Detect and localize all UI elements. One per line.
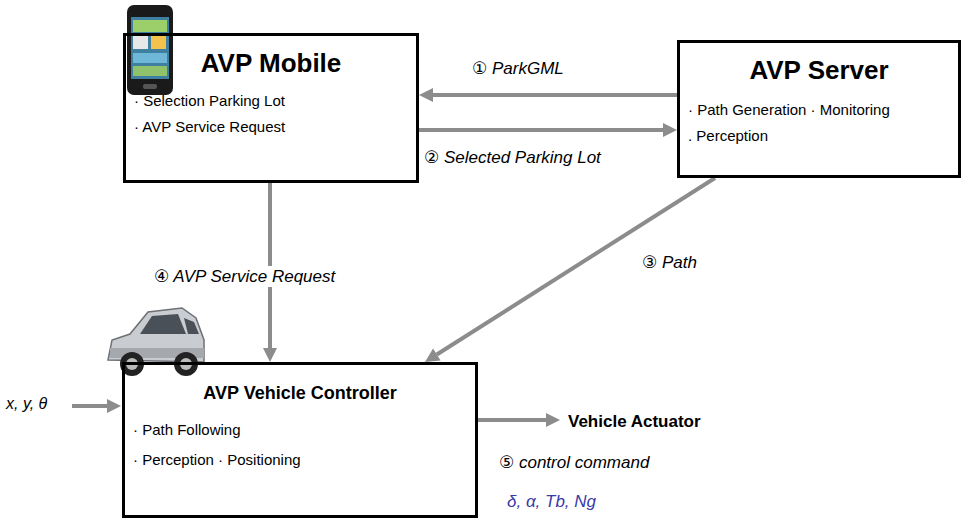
node-item: · Selection Parking Lot bbox=[126, 89, 416, 113]
actuator-node: Vehicle Actuator bbox=[560, 408, 730, 438]
flow-arrow bbox=[419, 123, 677, 137]
flow-arrow bbox=[425, 178, 715, 362]
controller-box: AVP Vehicle Controller · Path Following · … bbox=[122, 362, 478, 518]
node-title: AVP Vehicle Controller bbox=[125, 383, 475, 404]
edge-label: ② Selected Parking Lot bbox=[422, 147, 603, 168]
mobile-box: AVP Mobile · Selection Parking Lot· AVP S… bbox=[123, 33, 419, 183]
node-title: AVP Mobile bbox=[126, 48, 416, 79]
node-item: . Perception bbox=[680, 124, 958, 148]
input-signals: x, y, θ bbox=[4, 395, 49, 413]
node-title: Vehicle Actuator bbox=[560, 412, 730, 432]
flow-arrow bbox=[419, 88, 677, 102]
control-signals: δ, α, Tb, Ng bbox=[505, 492, 598, 512]
edge-label: ① ParkGML bbox=[470, 58, 566, 79]
flow-arrow bbox=[478, 413, 560, 427]
edge-label: ④ AVP Service Request bbox=[152, 266, 337, 287]
input-arrow bbox=[72, 399, 121, 413]
node-title: AVP Server bbox=[680, 55, 958, 86]
node-item: · Path Generation · Monitoring bbox=[680, 98, 958, 122]
edge-label: ③ Path bbox=[640, 252, 699, 273]
server-box: AVP Server · Path Generation · Monitoring… bbox=[677, 40, 961, 178]
node-item: · AVP Service Request bbox=[126, 115, 416, 139]
smartphone-icon bbox=[127, 5, 173, 95]
node-item: · Path Following bbox=[125, 418, 475, 442]
edge-label: ⑤ control command bbox=[497, 452, 651, 473]
node-item: · Perception · Positioning bbox=[125, 448, 475, 472]
